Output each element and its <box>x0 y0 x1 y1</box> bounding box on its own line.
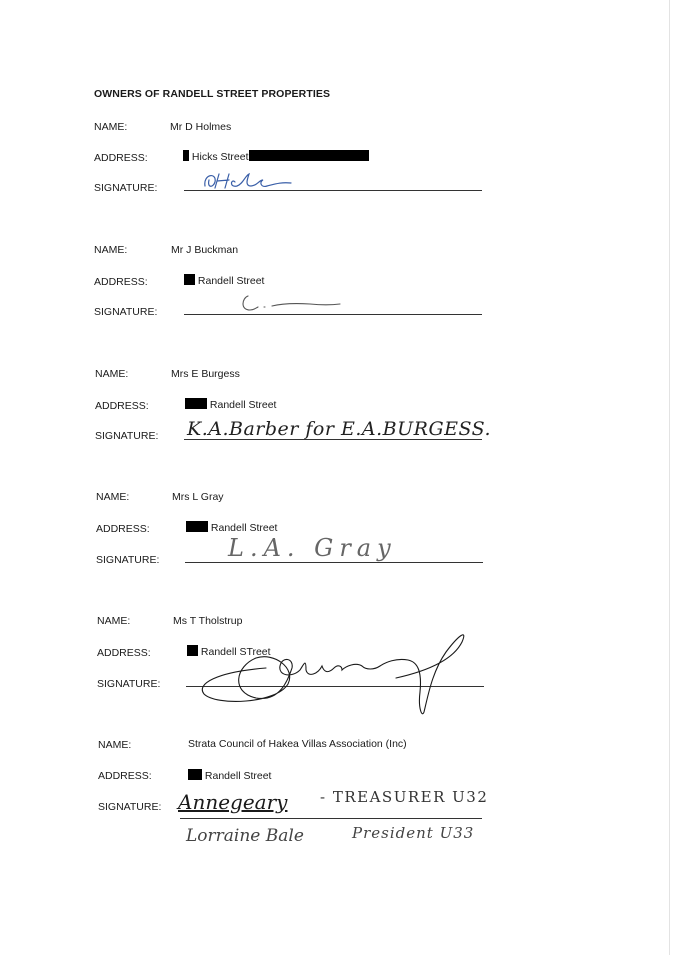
signature-strata-treasurer: Annegeary <box>178 790 288 814</box>
redaction-bar <box>184 274 195 285</box>
street-name: Randell Street <box>209 399 277 411</box>
owner-name: Ms T Tholstrup <box>173 615 243 627</box>
street-name: Randell Street <box>197 275 265 287</box>
redaction-bar <box>188 769 202 780</box>
signature-burgess: K.A.Barber for E.A.BURGESS. <box>187 418 492 440</box>
address-label: ADDRESS: <box>95 400 149 412</box>
signature-line <box>184 190 482 191</box>
owner-address: Randell STreet <box>187 645 271 658</box>
owner-address: Randell Street <box>185 398 276 411</box>
signature-label: SIGNATURE: <box>98 801 162 813</box>
address-label: ADDRESS: <box>98 770 152 782</box>
signature-tholstrup <box>201 634 465 715</box>
name-label: NAME: <box>95 368 129 380</box>
owner-address: Randell Street <box>186 521 277 534</box>
street-name: Hicks Street <box>191 151 249 163</box>
redaction-bar <box>185 398 207 409</box>
name-label: NAME: <box>98 739 132 751</box>
signature-strata-president: Lorraine Bale <box>186 826 304 846</box>
signature-line <box>186 686 484 687</box>
name-label: NAME: <box>96 491 130 503</box>
president-note: President U33 <box>352 824 475 842</box>
page-edge <box>669 0 670 955</box>
signature-label: SIGNATURE: <box>94 306 158 318</box>
address-label: ADDRESS: <box>94 152 148 164</box>
signature-line <box>185 562 483 563</box>
redaction-bar <box>183 150 189 161</box>
owner-name: Mrs E Burgess <box>171 368 240 380</box>
signature-line <box>184 439 482 440</box>
owner-address: Randell Street <box>188 769 271 782</box>
redaction-bar <box>186 521 208 532</box>
signature-line <box>184 314 482 315</box>
address-label: ADDRESS: <box>96 523 150 535</box>
redaction-bar <box>187 645 198 656</box>
signature-line <box>180 818 482 819</box>
signature-label: SIGNATURE: <box>97 678 161 690</box>
owner-name: Mr D Holmes <box>170 121 232 133</box>
signature-label: SIGNATURE: <box>95 430 159 442</box>
signature-gray: L.A. Gray <box>228 534 397 562</box>
address-label: ADDRESS: <box>97 647 151 659</box>
name-label: NAME: <box>94 244 128 256</box>
owner-address: Randell Street <box>184 274 264 287</box>
street-name: Randell Street <box>204 770 272 782</box>
name-label: NAME: <box>97 615 131 627</box>
owner-name: Mrs L Gray <box>172 491 224 503</box>
redaction-bar <box>248 150 369 161</box>
name-label: NAME: <box>94 121 128 133</box>
street-name: Randell STreet <box>200 646 271 658</box>
signature-buckman <box>242 295 341 311</box>
street-name: Randell Street <box>210 522 278 534</box>
owner-name: Mr J Buckman <box>171 244 239 256</box>
owner-address: Hicks Street <box>183 150 369 163</box>
signature-label: SIGNATURE: <box>96 554 160 566</box>
treasurer-note: - TREASURER U32 <box>320 788 489 806</box>
signature-holmes <box>204 172 292 189</box>
owner-name: Strata Council of Hakea Villas Associati… <box>188 738 407 750</box>
address-label: ADDRESS: <box>94 276 148 288</box>
signature-label: SIGNATURE: <box>94 182 158 194</box>
document-heading: OWNERS OF RANDELL STREET PROPERTIES <box>94 88 331 100</box>
